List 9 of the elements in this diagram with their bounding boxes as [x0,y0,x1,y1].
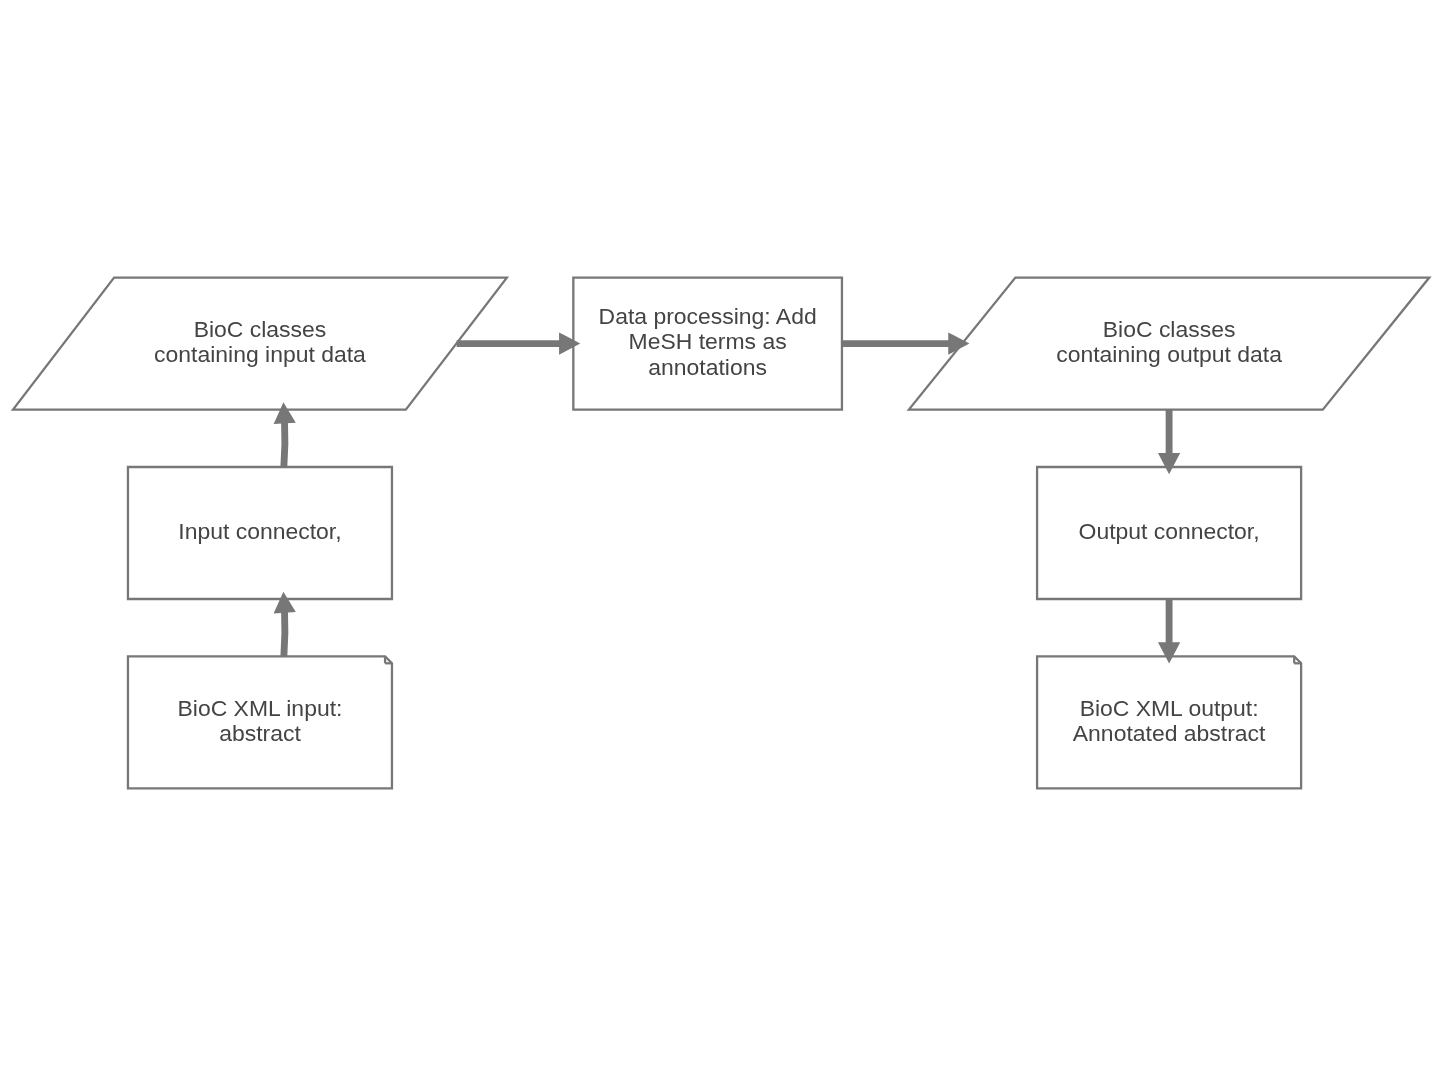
arrow [273,591,296,657]
arrow [842,332,970,355]
arrow [1157,599,1181,664]
arrow [273,402,296,467]
node-box: Data processing: Add MeSH terms as annotations [572,276,844,411]
arrow [1157,409,1181,475]
node-box: Input connector, [126,465,394,601]
arrow [456,332,581,355]
node-box: Output connector, [1035,465,1303,601]
